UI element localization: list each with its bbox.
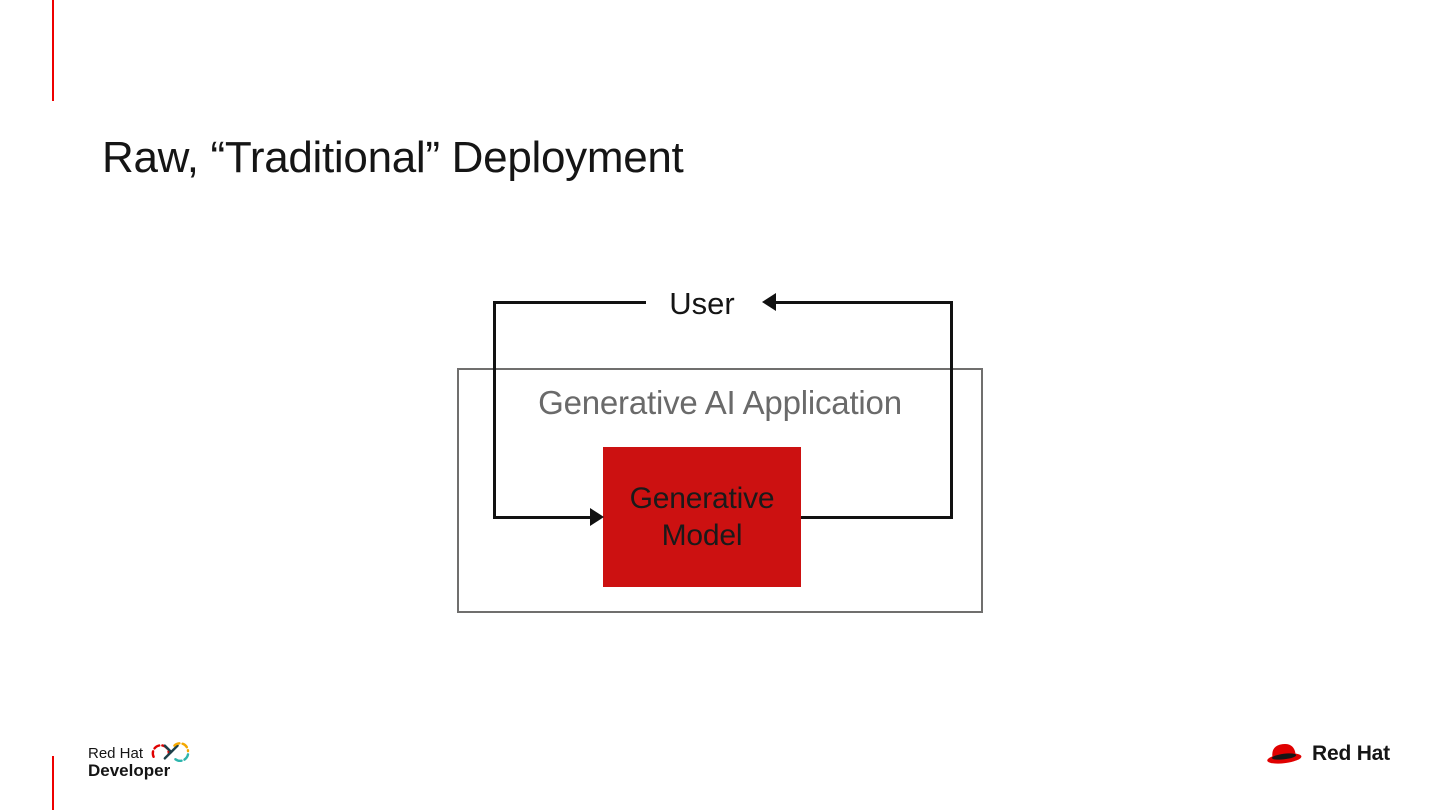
- arrowhead-into-user-icon: [762, 293, 776, 311]
- redhat-fedora-icon: [1267, 743, 1302, 764]
- user-label: User: [669, 286, 735, 321]
- connector-into-model: [493, 516, 593, 519]
- connector-right-vertical: [950, 301, 953, 519]
- generative-ai-application-label: Generative AI Application: [538, 384, 902, 421]
- developer-infinity-icon: [151, 742, 190, 763]
- redhat-logo: Red Hat: [1264, 739, 1390, 768]
- arrowhead-into-model-icon: [590, 508, 604, 526]
- bottom-accent-line: [52, 756, 54, 810]
- page-title: Raw, “Traditional” Deployment: [102, 133, 684, 182]
- connector-left-vertical: [493, 301, 496, 519]
- generative-model-label-line1: Generative: [629, 482, 775, 515]
- connector-model-to-right: [800, 516, 952, 519]
- connector-into-user: [774, 301, 953, 304]
- top-accent-line: [52, 0, 54, 101]
- generative-model-box: Generative Model: [603, 447, 801, 587]
- redhat-developer-logo-line1: Red Hat: [88, 745, 144, 762]
- generative-model-label-line2: Model: [661, 519, 743, 552]
- redhat-developer-logo: Red Hat Developer: [88, 742, 190, 780]
- redhat-logo-label: Red Hat: [1312, 741, 1390, 765]
- connector-user-to-left: [493, 301, 646, 304]
- redhat-developer-logo-line2: Developer: [88, 761, 171, 780]
- generative-ai-application-box: [457, 368, 983, 613]
